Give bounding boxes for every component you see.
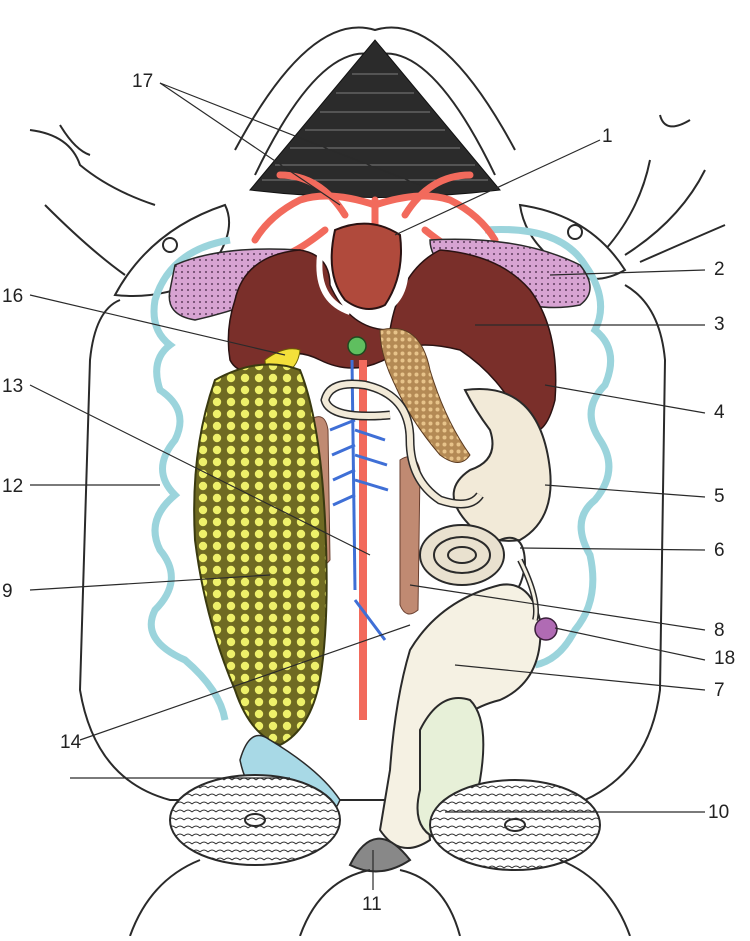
label-2: 2 <box>714 259 725 280</box>
spleen <box>535 618 557 640</box>
heart <box>332 224 401 309</box>
label-1: 1 <box>602 126 613 147</box>
gall-bladder <box>348 337 366 355</box>
label-5: 5 <box>714 486 725 507</box>
label-10: 10 <box>708 802 729 823</box>
label-6: 6 <box>714 540 725 561</box>
label-15: 17 <box>132 71 153 92</box>
label-18: 18 <box>714 648 735 669</box>
label-4: 4 <box>714 402 725 423</box>
label-17: 16 <box>2 286 23 307</box>
thigh-right <box>430 780 600 870</box>
label-16: 13 <box>2 376 23 397</box>
label-12: 9 <box>2 581 13 602</box>
label-7: 7 <box>714 680 725 701</box>
label-13: 12 <box>2 476 23 497</box>
label-3: 3 <box>714 314 725 335</box>
label-8: 8 <box>714 620 725 641</box>
label-9: 14 <box>60 732 82 753</box>
thigh-left <box>170 775 340 865</box>
label-11: 11 <box>362 894 382 915</box>
